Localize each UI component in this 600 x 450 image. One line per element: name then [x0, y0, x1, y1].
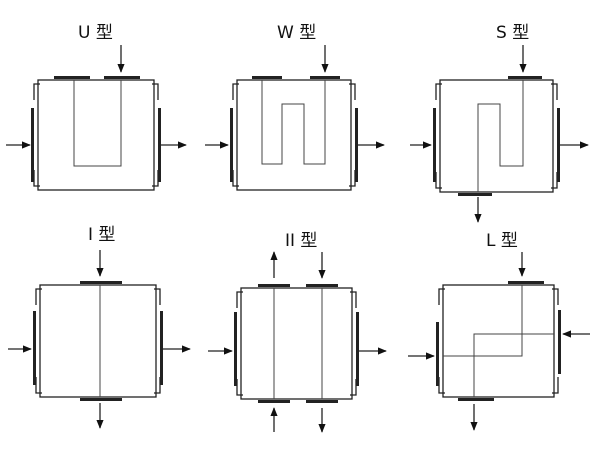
ii-type-flanges — [258, 284, 338, 403]
w-type-flanges — [252, 76, 340, 79]
u-type-flow-path — [73, 80, 122, 167]
u-type-flanges — [54, 76, 140, 79]
i-type-housing — [33, 284, 163, 398]
w-type-diagram: W 型 — [205, 23, 385, 191]
l-type-flanges — [458, 281, 544, 401]
w-type-flow-path — [261, 80, 326, 165]
u-type-housing — [31, 79, 161, 191]
i-type-diagram: I 型 — [8, 225, 191, 429]
ii-type-housing — [234, 287, 359, 400]
s-type-flanges — [458, 76, 542, 196]
ii-type-label: II 型 — [285, 231, 317, 251]
i-type-flanges — [80, 281, 122, 401]
s-type-flow-path — [477, 80, 524, 192]
w-type-housing — [230, 79, 358, 191]
l-type-housing — [436, 284, 561, 398]
l-type-diagram: L 型 — [408, 231, 590, 431]
s-type-diagram: S 型 — [410, 23, 589, 223]
s-type-housing — [433, 79, 560, 193]
i-type-label: I 型 — [88, 225, 115, 245]
u-type-label: U 型 — [78, 23, 113, 43]
l-type-flow-path-primary — [443, 285, 523, 357]
s-type-label: S 型 — [496, 23, 529, 43]
l-type-label: L 型 — [486, 231, 518, 251]
ii-type-diagram: II 型 — [208, 231, 387, 433]
w-type-label: W 型 — [277, 23, 316, 43]
l-type-flow-path-secondary — [473, 333, 554, 397]
u-type-diagram: U 型 — [6, 23, 187, 191]
